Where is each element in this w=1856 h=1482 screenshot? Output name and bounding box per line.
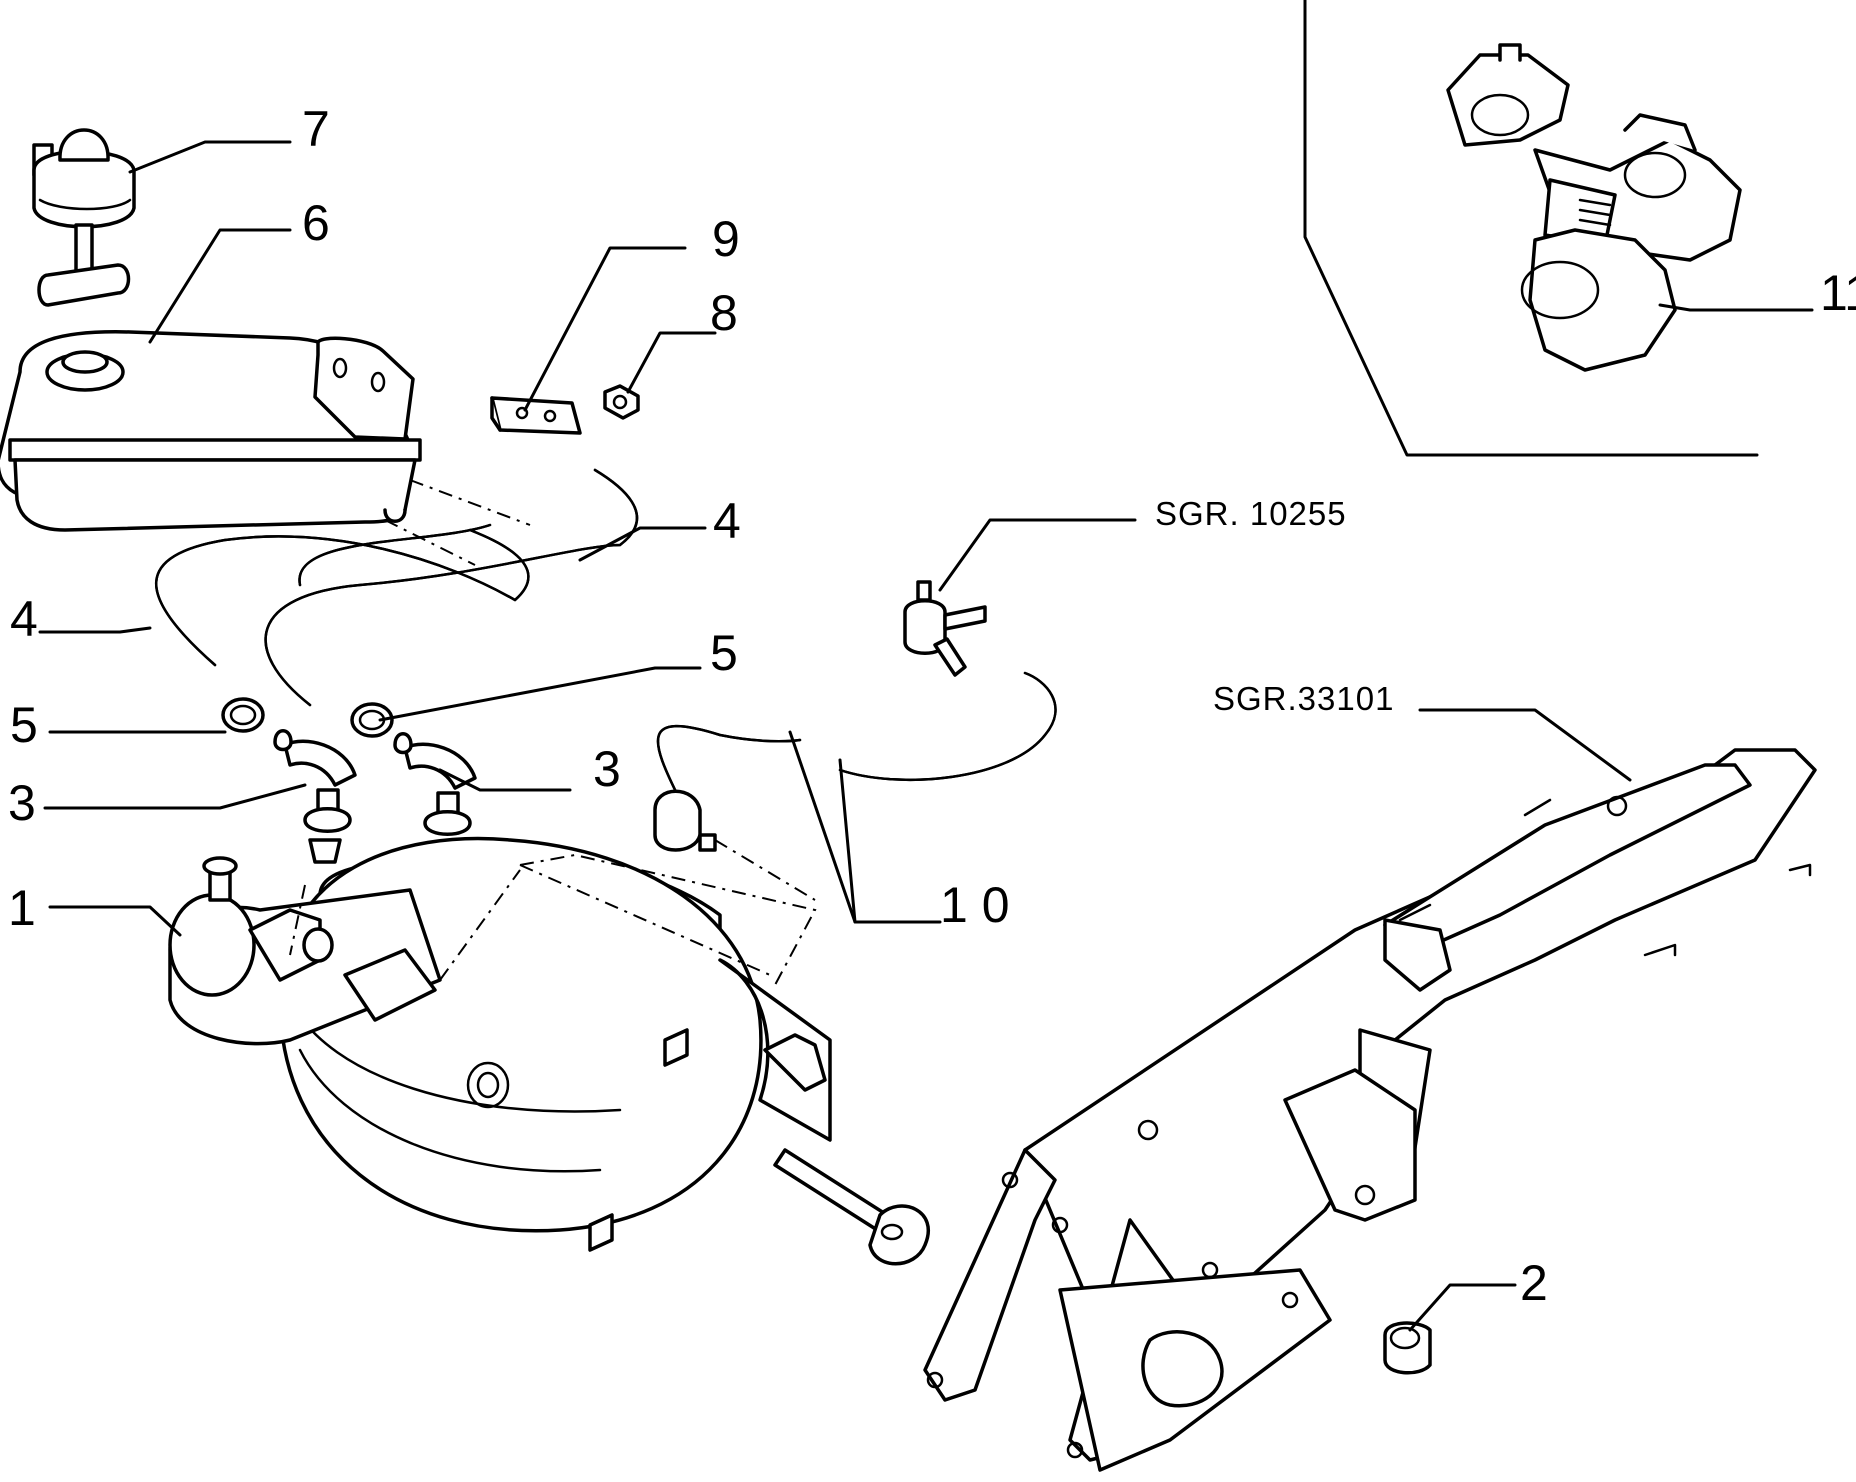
part-4-hoses (155, 468, 639, 707)
part-2-nut (1383, 1321, 1432, 1375)
part-1-brake-booster (168, 836, 930, 1266)
callout-4-right: 4 (713, 493, 741, 549)
callout-3-left: 3 (8, 775, 36, 831)
callout-6: 6 (302, 195, 330, 251)
part-9-plate (490, 396, 582, 435)
part-7-reservoir-cap (32, 128, 136, 307)
inset-frame (1303, 0, 1759, 457)
part-11-clip-bracket (1446, 43, 1742, 372)
ref-sgr-33101: SGR.33101 (1213, 680, 1394, 717)
pedal-bracket-assembly (923, 748, 1817, 1472)
callout-1: 1 (8, 880, 36, 936)
centre-lines (289, 479, 817, 986)
callouts: 1 2 3 3 4 4 5 5 6 7 8 9 1 0 11 (8, 101, 1856, 1311)
part-10-vacuum-hose (653, 580, 1057, 852)
callout-11: 11 (1820, 265, 1856, 321)
callout-5-right: 5 (710, 625, 738, 681)
callout-8: 8 (710, 285, 738, 341)
part-8-nut (603, 384, 640, 420)
callout-9: 9 (712, 211, 740, 267)
leader-lines (38, 140, 1814, 1332)
reference-labels: SGR. 10255 SGR.33101 (1155, 495, 1394, 717)
callout-2: 2 (1520, 1255, 1548, 1311)
part-6-fluid-reservoir (0, 330, 422, 532)
callout-4-left: 4 (10, 591, 38, 647)
callout-3-right: 3 (593, 741, 621, 797)
callout-7: 7 (302, 101, 330, 157)
ref-sgr-10255: SGR. 10255 (1155, 495, 1347, 532)
callout-5-left: 5 (10, 697, 38, 753)
callout-10: 1 0 (940, 877, 1010, 933)
part-5-clamps (221, 697, 394, 738)
